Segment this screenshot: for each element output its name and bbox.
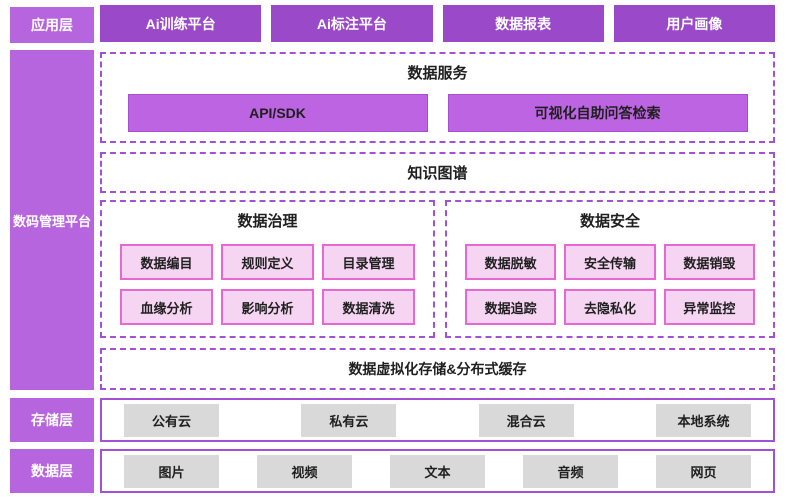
layer-label-management-platform: 数码管理平台: [10, 50, 94, 390]
application-layer-row: Ai训练平台 Ai标注平台 数据报表 用户画像: [100, 5, 775, 42]
cell-data-tracking: 数据追踪: [465, 289, 557, 325]
storage-public-cloud: 公有云: [124, 403, 219, 437]
data-type-text: 文本: [390, 454, 485, 488]
data-service-title: 数据服务: [407, 65, 468, 82]
data-type-video: 视频: [257, 454, 352, 488]
app-box-data-report: 数据报表: [442, 5, 604, 42]
app-box-user-profile: 用户画像: [613, 5, 775, 42]
knowledge-graph-section: 知识图谱: [100, 152, 775, 193]
api-sdk-box: API/SDK: [127, 94, 428, 132]
data-governance-title: 数据治理: [237, 213, 298, 230]
cell-data-masking: 数据脱敏: [465, 244, 557, 280]
cell-impact-analysis: 影响分析: [221, 289, 314, 325]
data-security-grid: 数据脱敏 安全传输 数据销毁 数据追踪 去隐私化 异常监控: [465, 244, 755, 325]
knowledge-graph-title: 知识图谱: [407, 165, 468, 182]
data-security-title: 数据安全: [579, 213, 640, 230]
cell-secure-transfer: 安全传输: [564, 244, 656, 280]
cell-catalog-management: 目录管理: [322, 244, 415, 280]
data-type-image: 图片: [124, 454, 219, 488]
cell-data-cleaning: 数据清洗: [322, 289, 415, 325]
cell-lineage-analysis: 血缘分析: [120, 289, 213, 325]
visual-qa-search-box: 可视化自助问答检索: [447, 94, 748, 132]
data-service-items: API/SDK 可视化自助问答检索: [102, 94, 773, 132]
data-type-web: 网页: [656, 454, 751, 488]
data-security-section: 数据安全 数据脱敏 安全传输 数据销毁 数据追踪 去隐私化 异常监控: [445, 200, 775, 338]
app-box-ai-labeling: Ai标注平台: [271, 5, 433, 42]
storage-layer-row: 公有云 私有云 混合云 本地系统: [100, 398, 775, 442]
cell-data-destruction: 数据销毁: [663, 244, 755, 280]
cell-rule-definition: 规则定义: [221, 244, 314, 280]
data-governance-grid: 数据编目 规则定义 目录管理 血缘分析 影响分析 数据清洗: [120, 244, 415, 325]
cell-deprivatization: 去隐私化: [564, 289, 656, 325]
data-governance-section: 数据治理 数据编目 规则定义 目录管理 血缘分析 影响分析 数据清洗: [100, 200, 435, 338]
app-box-ai-training: Ai训练平台: [100, 5, 262, 42]
layer-label-storage: 存储层: [10, 398, 94, 442]
data-type-audio: 音频: [523, 454, 618, 488]
layer-label-application: 应用层: [10, 7, 94, 43]
cell-anomaly-monitoring: 异常监控: [663, 289, 755, 325]
data-service-section: 数据服务 API/SDK 可视化自助问答检索: [100, 52, 775, 143]
storage-local-system: 本地系统: [655, 403, 751, 437]
virtual-storage-section: 数据虚拟化存储&分布式缓存: [100, 348, 775, 390]
cell-data-cataloging: 数据编目: [120, 244, 213, 280]
layer-label-data: 数据层: [10, 449, 94, 493]
virtual-storage-title: 数据虚拟化存储&分布式缓存: [348, 361, 527, 377]
storage-private-cloud: 私有云: [301, 403, 397, 437]
data-layer-row: 图片 视频 文本 音频 网页: [100, 449, 775, 493]
storage-hybrid-cloud: 混合云: [478, 403, 574, 437]
